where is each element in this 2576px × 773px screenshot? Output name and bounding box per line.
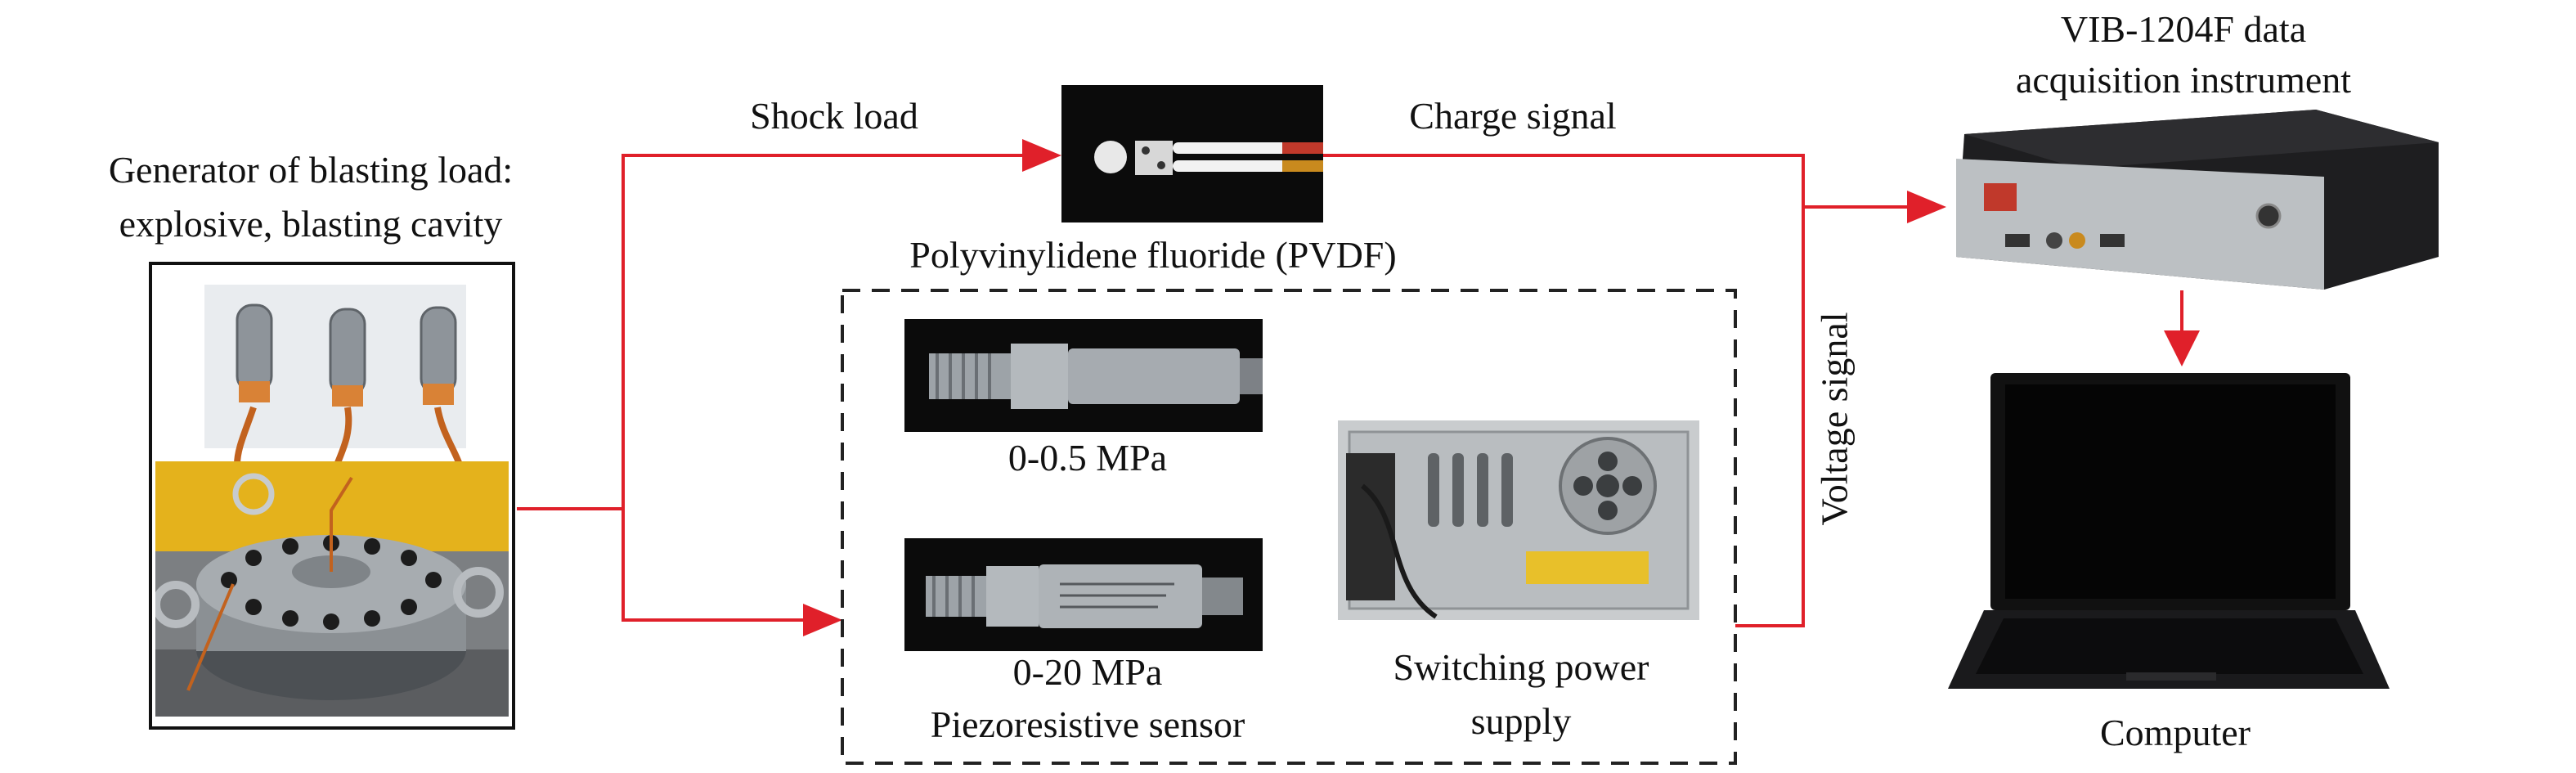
psu-label-line2: supply xyxy=(1470,700,1572,742)
generator-photo-frame xyxy=(149,262,515,730)
wire-to-sensors xyxy=(622,509,810,622)
sensor-group-dashed-box xyxy=(841,289,1737,765)
voltage-signal-label: Voltage signal xyxy=(1814,312,1856,525)
laptop-photo xyxy=(1948,373,2390,689)
generator-label-line1: Generator of blasting load: xyxy=(108,149,514,191)
explosive-charges-photo xyxy=(204,285,466,465)
range-high-label: 0-20 MPa xyxy=(1012,651,1163,693)
blasting-cavity-photo xyxy=(155,461,509,717)
wire-to-pvdf xyxy=(622,154,1029,509)
psu-label-line1: Switching power xyxy=(1393,646,1649,688)
charge-signal-label: Charge signal xyxy=(1409,95,1617,137)
sensor-low-photo xyxy=(904,319,1263,432)
piezo-sensor-label: Piezoresistive sensor xyxy=(930,703,1245,745)
range-low-label: 0-0.5 MPa xyxy=(1008,437,1168,479)
daq-label-line2: acquisition instrument xyxy=(2015,59,2352,101)
arrowhead-to-pvdf xyxy=(1022,139,1061,172)
computer-label: Computer xyxy=(2100,712,2251,753)
arrowhead-to-sensors xyxy=(803,604,842,636)
shock-load-label: Shock load xyxy=(750,95,918,137)
daq-label-line1: VIB-1204F data xyxy=(2060,8,2307,50)
arrowhead-to-computer xyxy=(2164,330,2200,366)
pvdf-sensor-photo xyxy=(1061,85,1323,222)
sensor-high-photo xyxy=(904,538,1263,651)
power-supply-photo xyxy=(1338,420,1699,620)
arrowhead-to-daq xyxy=(1907,191,1946,223)
wire-voltage-signal xyxy=(1735,207,1805,627)
daq-instrument-photo xyxy=(1956,110,2439,290)
generator-label-line2: explosive, blasting cavity xyxy=(119,203,503,245)
pvdf-label: Polyvinylidene fluoride (PVDF) xyxy=(909,234,1397,276)
wire-charge-signal xyxy=(1323,154,1914,209)
